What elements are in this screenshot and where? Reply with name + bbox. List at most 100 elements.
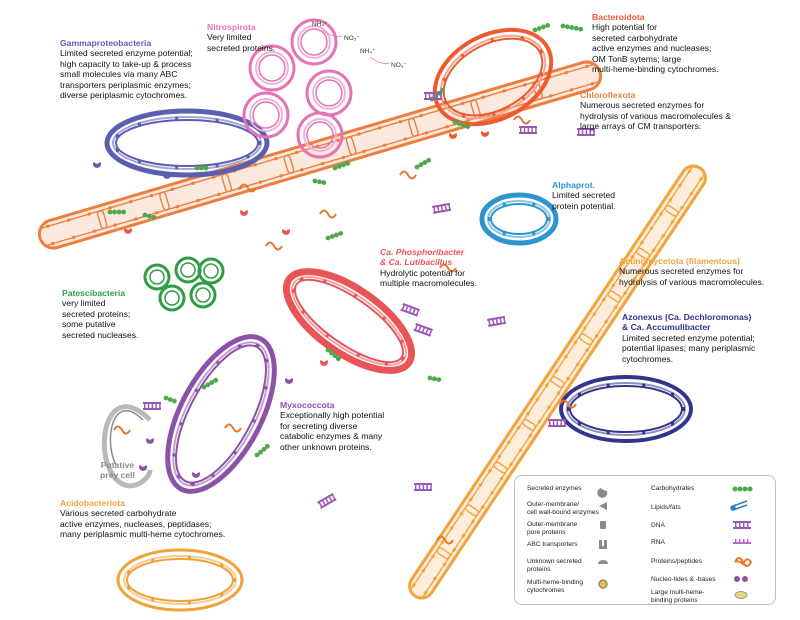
label-alphaprot: Alphaprot. Limited secreted protein pote…: [552, 180, 616, 211]
carbohydrate-icon: [312, 178, 327, 185]
dna-icon: [400, 303, 420, 317]
dna-icon: [577, 128, 595, 136]
protein-icon: [239, 183, 257, 193]
nitrospirota-cell: [248, 44, 296, 92]
title-myxococcota: Myxococcota: [280, 400, 335, 410]
legend-abc: ABC transporters: [527, 541, 578, 548]
nitrospirota-cell: [290, 18, 338, 66]
label-chloroflexota: Chloroflexota Numerous secreted enzymes …: [580, 90, 731, 132]
label-nitro: Nitrospirota Very limited secreted prote…: [207, 22, 275, 53]
patescibacteria-cell: [143, 263, 171, 291]
desc-alphaprot: Limited secreted protein potential.: [552, 190, 616, 211]
cell-bacteroidota: [432, 27, 554, 127]
protein-icon: [319, 209, 337, 219]
cytochrome-icon: [598, 579, 608, 589]
rna-icon: [733, 539, 751, 544]
cell-prey: [101, 404, 153, 489]
carbohydrate-icon: [332, 160, 351, 171]
secreted-enzyme-icon: [282, 229, 290, 235]
patescibacteria-cell: [197, 257, 225, 285]
desc-chloroflexota: Numerous secreted enzymes for hydrolysis…: [580, 100, 731, 132]
label-myxococcota: Myxococcota Exceptionally high potential…: [280, 400, 384, 452]
label-gamma: Gammaproteobacteria Limited secreted enz…: [60, 38, 193, 100]
legend-lipids: Lipids/fats: [651, 504, 681, 511]
label-azonexus: Azonexus (Ca. Dechloromonas) & Ca. Accum…: [622, 312, 755, 364]
dna-icon: [413, 323, 433, 337]
dna-icon: [487, 315, 507, 327]
secreted-enzyme-icon: [449, 133, 457, 139]
label-prey: Putative prey cell: [100, 460, 135, 481]
desc-myxococcota: Exceptionally high potential for secreti…: [280, 410, 385, 452]
protein-icon: [436, 535, 454, 545]
secreted-enzyme-icon: [284, 378, 293, 384]
carbohydrate-icon: [163, 395, 177, 404]
desc-gamma: Limited secreted enzyme potential; high …: [60, 48, 193, 101]
legend-proteins: Proteins/peptides: [651, 558, 702, 565]
dna-icon: [317, 493, 337, 509]
nitrogen-label: NO₃⁻: [391, 62, 407, 69]
desc-patescibacteria: very limited secreted proteins; some put…: [62, 298, 139, 340]
nitrospirota-cell: [305, 69, 353, 117]
secreted-enzyme-icon: [123, 228, 132, 234]
nitrospirota-cell: [296, 111, 344, 159]
carbohydrate-icon: [532, 22, 551, 33]
protein-icon: [734, 557, 753, 567]
legend-om-pore: Outer-membrane pore proteins: [527, 521, 578, 536]
protein-icon: [439, 263, 457, 273]
carbohydrate-icon: [142, 212, 157, 220]
dna-icon: [424, 92, 442, 100]
legend-rna: RNA: [651, 539, 665, 546]
multiheme-protein-icon: [734, 591, 748, 599]
legend-nucleotides: Nucleo-tides & -bases: [651, 576, 716, 583]
nucleotide-icon: [734, 576, 748, 582]
unknown-protein-icon: [598, 560, 608, 564]
lipid-icon: [730, 500, 748, 511]
cell-gamma: [104, 108, 270, 178]
carbohydrate-icon: [325, 230, 344, 241]
protein-icon: [399, 170, 417, 180]
secreted-enzyme-icon: [139, 465, 147, 471]
carbohydrate-icon: [452, 119, 471, 130]
carbohydrate-icon: [732, 486, 753, 492]
secreted-enzyme-icon: [320, 360, 328, 366]
cell-myxococcota: [165, 334, 277, 494]
label-patescibacteria: Patescibacteria very limited secreted pr…: [62, 288, 138, 340]
dna-icon: [414, 483, 432, 491]
carbohydrate-icon: [325, 347, 341, 362]
cell-phosphoribacter: [282, 268, 416, 374]
cell-acidobacteriota: [116, 548, 244, 612]
legend-symbols: [597, 486, 753, 599]
dna-icon: [733, 521, 751, 529]
legend-dna: DNA: [651, 522, 665, 529]
title-actino: Actinomycetota (filamentous): [619, 256, 740, 266]
protein-icon: [513, 115, 531, 125]
label-bacteroidota: Bacteroidota High potential for secreted…: [592, 12, 719, 74]
desc-bacteroidota: High potential for secreted carbohydrate…: [592, 22, 719, 75]
title-azonexus: Azonexus (Ca. Dechloromonas) & Ca. Accum…: [622, 312, 752, 333]
secreted-enzyme-icon: [93, 162, 102, 168]
cell-azonexus: [559, 375, 693, 443]
legend-carbohydrates: Carbohydrates: [651, 485, 695, 492]
legend-box: Secreted enzymes Outer-membrane/ cell wa…: [514, 475, 776, 605]
secreted-enzyme-icon: [163, 173, 171, 179]
protein-icon: [224, 423, 242, 433]
carbohydrate-icon: [201, 377, 219, 390]
nitrogen-arrow: [321, 29, 343, 37]
nitrogen-label: NO₃⁻: [344, 35, 360, 42]
secreted-enzyme-icon: [146, 438, 154, 444]
protein-icon: [113, 425, 131, 435]
protein-icon: [265, 241, 283, 251]
title-patescibacteria: Patescibacteria: [62, 288, 126, 298]
legend-unknown: Unknown secreted proteins: [527, 558, 582, 573]
filament-actinomycetota: [408, 164, 707, 600]
desc-acidobacteriota: Various secreted carbohydrate active enz…: [60, 508, 226, 540]
title-acidobacteriota: Acidobacteriota: [60, 498, 125, 508]
desc-nitro: Very limited secreted proteins.: [207, 32, 276, 53]
nitrogen-label: NH₄⁺: [312, 21, 328, 28]
legend-cytochromes: Multi-heme-binding cytochromes: [527, 579, 584, 594]
filament-chloroflexota: [37, 60, 603, 250]
secreted-enzyme-icon: [192, 472, 200, 478]
dna-icon: [519, 126, 537, 134]
outer-membrane-enzyme-icon: [599, 502, 607, 510]
